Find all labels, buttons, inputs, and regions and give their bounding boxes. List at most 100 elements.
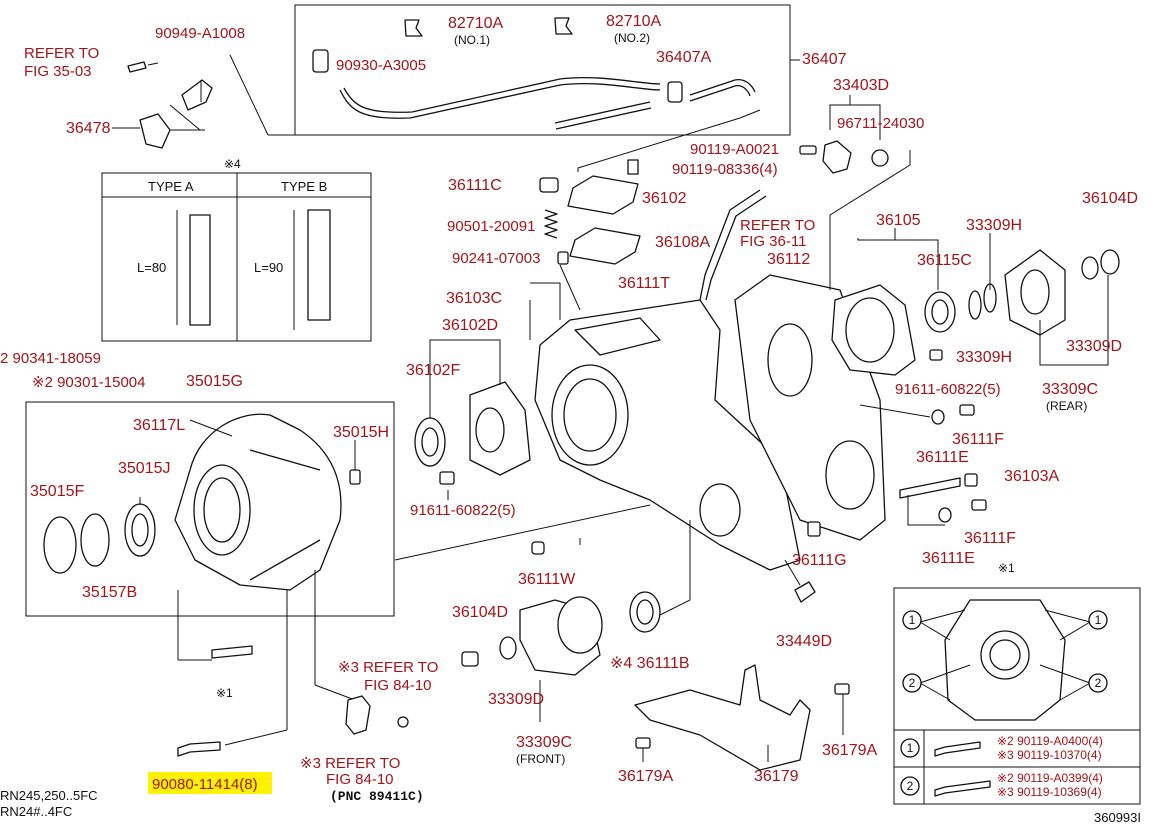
legend-1-line2[interactable]: ※3 90119-10370(4) [997, 748, 1102, 762]
label-36108a[interactable]: 36108A [655, 234, 710, 251]
label-36111e-1[interactable]: 36111E [916, 449, 969, 466]
label-36104d-top[interactable]: 36104D [1082, 190, 1138, 207]
legend-bolt-2 [934, 780, 991, 797]
label-90241[interactable]: 90241-07003 [452, 250, 540, 267]
bolt-ref-35 [127, 61, 147, 73]
label-90301[interactable]: ※2 90301-15004 [32, 374, 146, 391]
label-35015f[interactable]: 35015F [30, 483, 84, 500]
nut-36104d-front [461, 651, 479, 667]
seal-36115c [924, 291, 956, 333]
inset-housing [944, 599, 1066, 721]
ref-fig36-line2[interactable]: FIG 36-11 [740, 233, 806, 250]
highlight-90080 [148, 772, 272, 794]
bolt-91611b [929, 349, 943, 361]
label-33309h-top[interactable]: 33309H [966, 217, 1022, 234]
label-36102[interactable]: 36102 [642, 190, 687, 207]
case-output-bore [699, 483, 741, 537]
label-36111e-2[interactable]: 36111E [922, 550, 975, 567]
bolt-mark1 [211, 645, 253, 659]
bolt-36103a [899, 477, 961, 499]
label-33449d[interactable]: 33449D [776, 633, 832, 650]
label-36111f-2[interactable]: 36111F [964, 530, 1016, 547]
label-36407a[interactable]: 36407A [656, 49, 711, 66]
label-36115c[interactable]: 36115C [917, 252, 972, 269]
rear-flange [1004, 249, 1066, 336]
label-33309h-mid[interactable]: 33309H [956, 349, 1012, 366]
bolt-90119-a0021 [799, 145, 817, 155]
label-33309c-front[interactable]: 33309C [516, 734, 572, 751]
label-36117l[interactable]: 36117L [133, 417, 185, 434]
label-36103c[interactable]: 36103C [446, 290, 502, 307]
label-36179[interactable]: 36179 [754, 768, 799, 785]
pin-35015h [349, 469, 361, 485]
legend-1-line1[interactable]: ※2 90119-A0400(4) [997, 734, 1103, 748]
type-a-header: TYPE A [148, 179, 194, 194]
label-36102d[interactable]: 36102D [442, 317, 498, 334]
ref-fig35-line1[interactable]: REFER TO [24, 45, 99, 62]
label-36407[interactable]: 36407 [802, 51, 847, 68]
label-33309c-rear[interactable]: 33309C [1042, 381, 1098, 398]
hose-group-box [268, 4, 791, 136]
label-36111f-1[interactable]: 36111F [952, 431, 1004, 448]
legend-circle-2 [900, 776, 920, 796]
ref-fig36-line1[interactable]: REFER TO [740, 217, 815, 234]
label-35157b[interactable]: 35157B [82, 584, 137, 601]
label-35015g[interactable]: 35015G [186, 373, 243, 390]
pin-36111g [807, 521, 821, 537]
label-36179a-right[interactable]: 36179A [822, 742, 877, 759]
label-36478[interactable]: 36478 [66, 120, 111, 137]
label-90949[interactable]: 90949-A1008 [155, 25, 245, 42]
label-36111w[interactable]: 36111W [518, 571, 576, 588]
legend-circle-1 [900, 738, 920, 758]
label-36112[interactable]: 36112 [767, 251, 810, 268]
bracket-33449d [794, 581, 816, 603]
label-96711[interactable]: 96711-24030 [837, 115, 924, 132]
label-36111t[interactable]: 36111T [618, 275, 670, 292]
type-b-length: L=90 [254, 260, 283, 275]
seal-type-b [307, 209, 331, 321]
label-33309d-bot[interactable]: 33309D [488, 691, 544, 708]
ref-fig84b-line1[interactable]: ※3 REFER TO [300, 755, 400, 772]
label-35015h[interactable]: 35015H [333, 424, 389, 441]
label-36111b[interactable]: ※4 36111B [610, 655, 690, 672]
label-90341[interactable]: 2 90341-18059 [0, 350, 101, 367]
ref-fig35-line2[interactable]: FIG 35-03 [24, 63, 92, 80]
label-36104d-bot[interactable]: 36104D [452, 604, 508, 621]
ref-fig84b-line2[interactable]: FIG 84-10 [326, 771, 394, 788]
label-90119-a0021[interactable]: 90119-A0021 [690, 141, 779, 158]
label-33309d-right[interactable]: 33309D [1066, 338, 1122, 355]
label-90080[interactable]: 90080-11414(8) [152, 776, 258, 793]
footnote-2: RN24#..4FC [0, 804, 72, 819]
label-36111g[interactable]: 36111G [792, 552, 847, 569]
bolt-36179a-r [834, 683, 850, 695]
legend-2-line2[interactable]: ※3 90119-10369(4) [997, 785, 1102, 799]
label-82710a-no1[interactable]: 82710A [448, 15, 503, 32]
washer-36111e-2 [938, 507, 952, 523]
bushing-35015j [124, 503, 156, 557]
ref-fig84a-line2[interactable]: FIG 84-10 [364, 677, 432, 694]
label-91611-b[interactable]: 91611-60822(5) [895, 381, 1001, 398]
callout-1-right-num: 1 [1095, 613, 1102, 627]
label-33403d[interactable]: 33403D [833, 77, 889, 94]
clamp-no2 [554, 17, 573, 35]
legend-2-line1[interactable]: ※2 90119-A0399(4) [997, 771, 1103, 785]
label-90501[interactable]: 90501-20091 [447, 218, 535, 235]
washer-33309d [1081, 256, 1099, 280]
spring-90501 [544, 209, 558, 239]
label-36102f[interactable]: 36102F [406, 362, 460, 379]
label-36179a-left[interactable]: 36179A [618, 768, 673, 785]
label-90119-08336[interactable]: 90119-08336(4) [672, 161, 778, 178]
ref-fig84a-line1[interactable]: ※3 REFER TO [338, 659, 438, 676]
label-90930[interactable]: 90930-A3005 [336, 57, 426, 74]
label-91611-a[interactable]: 91611-60822(5) [410, 502, 516, 519]
label-35015j[interactable]: 35015J [118, 460, 171, 477]
gasket-36108a [569, 227, 641, 265]
bolt-90080 [177, 741, 221, 757]
type-b-header: TYPE B [281, 179, 327, 194]
label-36105[interactable]: 36105 [876, 212, 921, 229]
type-table-mark: ※4 [224, 157, 241, 171]
label-mark1: ※1 [216, 686, 233, 700]
label-36111c[interactable]: 36111C [448, 177, 502, 194]
label-82710a-no2[interactable]: 82710A [606, 13, 661, 30]
label-36103a[interactable]: 36103A [1004, 468, 1059, 485]
